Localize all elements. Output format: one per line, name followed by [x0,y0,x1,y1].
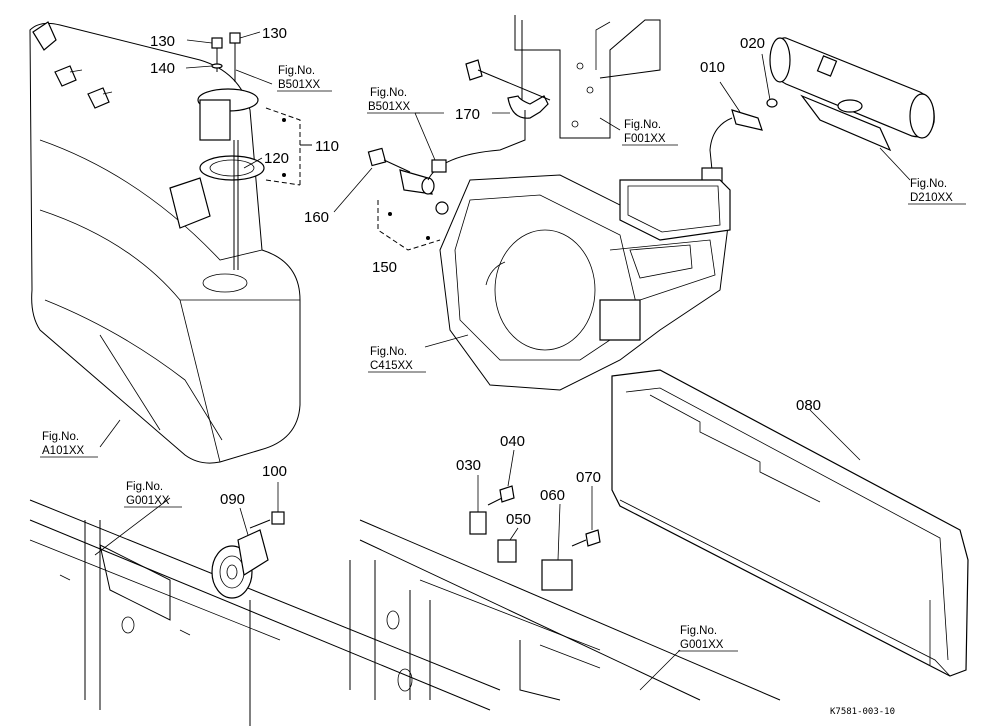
side-cover-080 [611,369,969,677]
fuel-level-sender [169,32,312,270]
leader-lines [94,31,911,691]
sensor-and-pipe [701,37,935,189]
fuel-tank [29,21,301,464]
figref-b501-mid-label: Fig.No. [370,87,407,99]
callout-150: 150 [372,259,397,276]
figref-b501-top-code: B501XX [278,79,321,91]
callout-060: 060 [540,487,565,504]
transmission-housing [439,174,731,391]
callout-110: 110 [315,138,339,155]
callout-130b: 130 [262,25,287,42]
figref-a101-label: Fig.No. [42,431,79,443]
figref-b501-mid-code: B501XX [368,101,411,113]
callout-080: 080 [796,397,821,414]
figref-d210-label: Fig.No. [910,178,947,190]
callout-100: 100 [262,463,287,480]
callout-labels: 130 130 140 110 120 170 010 020 160 150 … [150,25,821,528]
callout-130a: 130 [150,33,175,50]
sensor-160-150 [367,110,526,251]
relay-parts [469,485,601,591]
callout-050: 050 [506,511,531,528]
bracket-plate [465,15,661,139]
callout-070: 070 [576,469,601,486]
idler-pulley [211,511,285,599]
figref-f001-label: Fig.No. [624,119,661,131]
callout-020: 020 [740,35,765,52]
callout-040: 040 [500,433,525,450]
chassis-frame [29,499,781,726]
figref-d210-code: D210XX [910,192,953,204]
figref-g001-right-label: Fig.No. [680,625,717,637]
callout-140: 140 [150,60,175,77]
figref-c415-label: Fig.No. [370,346,407,358]
figref-g001-left-label: Fig.No. [126,481,163,493]
figref-g001-left-code: G001XX [126,495,170,507]
drawing-code: K7581-003-10 [830,707,895,717]
figref-c415-code: C415XX [370,360,413,372]
callout-010: 010 [700,59,725,76]
figref-f001-code: F001XX [624,133,666,145]
figref-g001-right-code: G001XX [680,639,724,651]
figure-references: Fig.No. B501XX Fig.No. B501XX Fig.No. F0… [40,65,966,652]
callout-120: 120 [264,150,289,167]
callout-090: 090 [220,491,245,508]
callout-160: 160 [304,209,329,226]
callout-030: 030 [456,457,481,474]
figref-a101-code: A101XX [42,445,85,457]
figref-b501-top-label: Fig.No. [278,65,315,77]
callout-170: 170 [455,106,480,123]
